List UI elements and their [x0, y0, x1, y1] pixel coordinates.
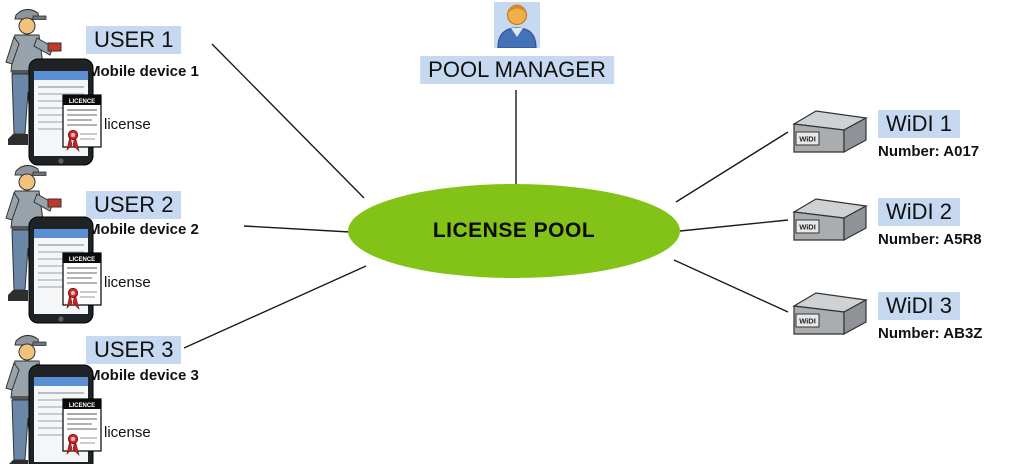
connector-user1-pool [211, 43, 365, 199]
user1-device-label: Mobile device 1 [88, 63, 199, 80]
connector-pool-widi3 [673, 259, 789, 313]
user2-license-label: license [104, 274, 151, 291]
widi3-number: Number: AB3Z [878, 325, 983, 342]
connector-user3-pool [183, 265, 367, 349]
connector-pool-widi2 [679, 219, 789, 232]
pool-manager-label: POOL MANAGER [420, 56, 614, 84]
pool-manager-avatar [494, 2, 540, 48]
widi1-label: WiDI 1 [878, 110, 960, 138]
license-pool-ellipse: LICENSE POOL [348, 184, 680, 278]
widi2-label: WiDI 2 [878, 198, 960, 226]
user1-license-label: license [104, 116, 151, 133]
connector-pool-widi1 [675, 131, 789, 203]
widi-device-icon [786, 194, 870, 246]
user2-device-label: Mobile device 2 [88, 221, 199, 238]
widi1-number: Number: A017 [878, 143, 980, 160]
user2-label: USER 2 [86, 191, 182, 219]
pool-manager-icon [497, 4, 537, 48]
license-document-icon [62, 398, 102, 456]
connector-user2-pool [243, 225, 351, 233]
widi-device-icon [786, 106, 870, 158]
user1-label: USER 1 [86, 26, 182, 54]
widi2-number: Number: A5R8 [878, 231, 982, 248]
license-document-icon [62, 94, 102, 152]
user3-license-label: license [104, 424, 151, 441]
license-document-icon [62, 252, 102, 310]
user3-device-label: Mobile device 3 [88, 367, 199, 384]
user3-label: USER 3 [86, 336, 182, 364]
widi3-label: WiDI 3 [878, 292, 960, 320]
widi-device-icon [786, 288, 870, 340]
license-pool-label: LICENSE POOL [432, 219, 596, 242]
